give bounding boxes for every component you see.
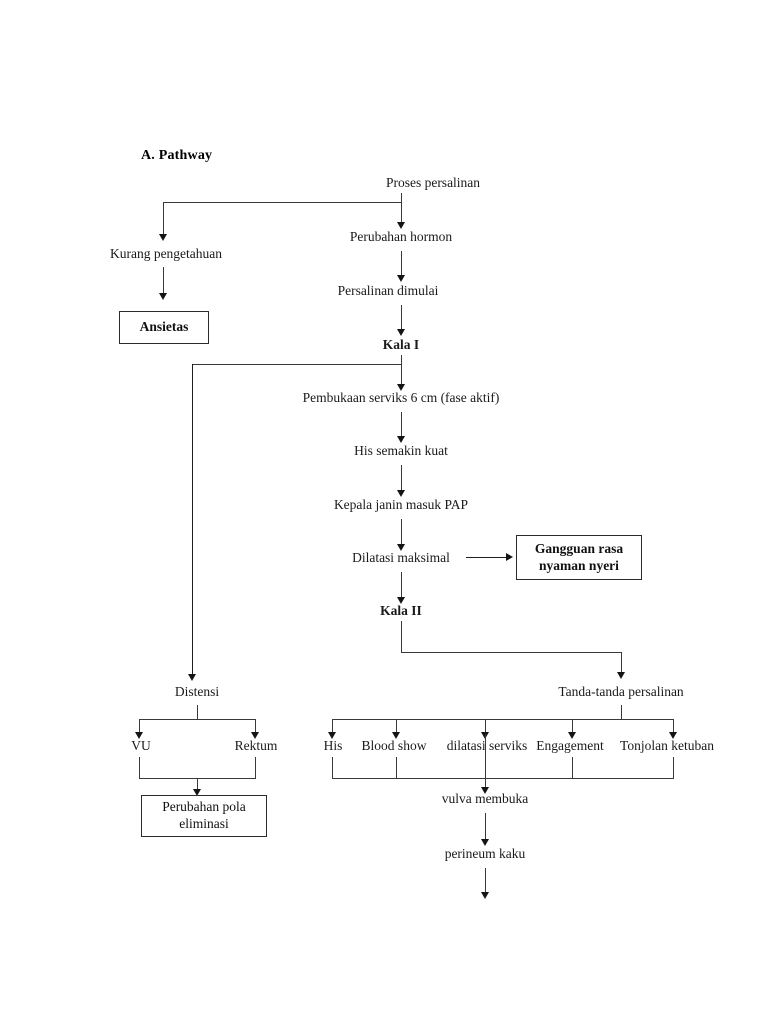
connector-tanda-to-his bbox=[332, 719, 334, 734]
box-gangguan-line-1: Gangguan rasa bbox=[534, 540, 624, 556]
connector-distensi-to-rektum bbox=[255, 719, 257, 734]
arrowhead-persalinan-dimulai bbox=[397, 275, 405, 282]
node-dilatasi-serviks: dilatasi serviks bbox=[446, 738, 528, 753]
box-eliminasi-line-1: Perubahan pola bbox=[162, 799, 246, 815]
connector-kala2-horizontal bbox=[401, 652, 622, 654]
node-tonjolan-ketuban: Tonjolan ketuban bbox=[620, 738, 714, 753]
arrowhead-ansietas bbox=[159, 293, 167, 300]
node-kepala-janin: Kepala janin masuk PAP bbox=[333, 497, 469, 512]
node-vu: VU bbox=[131, 738, 151, 753]
connector-distensi-to-vu bbox=[139, 719, 141, 734]
arrowhead-tonjolan-ketuban bbox=[669, 732, 677, 739]
connector-kurang-to-ansietas bbox=[163, 267, 165, 295]
box-perubahan-pola-eliminasi: Perubahan pola eliminasi bbox=[141, 795, 267, 837]
node-tanda-tanda-persalinan: Tanda-tanda persalinan bbox=[558, 684, 684, 699]
connector-tanda-to-dilatasi-serviks bbox=[485, 719, 487, 734]
node-pembukaan-serviks: Pembukaan serviks 6 cm (fase aktif) bbox=[302, 390, 500, 405]
connector-kala1-to-distensi bbox=[192, 364, 194, 676]
connector-distensi-stub bbox=[197, 705, 199, 720]
arrowhead-kurang-pengetahuan bbox=[159, 234, 167, 241]
node-kala-2: Kala II bbox=[380, 603, 422, 618]
connector-to-kurang-pengetahuan bbox=[163, 202, 165, 236]
connector-hormon-to-dimulai bbox=[401, 251, 403, 277]
connector-dilatasi-to-gangguan bbox=[466, 557, 508, 559]
box-eliminasi-line-2: eliminasi bbox=[179, 816, 229, 831]
arrowhead-vulva-membuka bbox=[481, 787, 489, 794]
connector-kala2-to-tanda bbox=[621, 652, 623, 674]
arrowhead-vu bbox=[135, 732, 143, 739]
arrowhead-kala-2 bbox=[397, 597, 405, 604]
arrowhead-distensi bbox=[188, 674, 196, 681]
node-kurang-pengetahuan: Kurang pengetahuan bbox=[109, 246, 223, 261]
connector-pembukaan-to-his bbox=[401, 412, 403, 438]
connector-tanda-bracket-top bbox=[332, 719, 674, 721]
connector-his-down bbox=[332, 757, 334, 779]
connector-kepala-to-dilatasi bbox=[401, 519, 403, 546]
connector-to-perubahan-hormon bbox=[401, 202, 403, 224]
connector-merge-to-eliminasi bbox=[197, 778, 199, 791]
node-distensi: Distensi bbox=[174, 684, 220, 699]
arrowhead-perineum-kaku bbox=[481, 839, 489, 846]
connector-tanda-to-engagement bbox=[572, 719, 574, 734]
connector-kala1-horizontal bbox=[192, 364, 402, 366]
node-perineum-kaku: perineum kaku bbox=[444, 846, 526, 861]
arrowhead-kala-1 bbox=[397, 329, 405, 336]
node-vulva-membuka: vulva membuka bbox=[441, 791, 529, 806]
connector-tanda-stub bbox=[621, 705, 623, 720]
connector-tanda-to-tonjolan-ketuban bbox=[673, 719, 675, 734]
connector-dilatasi-to-kala2 bbox=[401, 572, 403, 599]
connector-tanda-to-blood-show bbox=[396, 719, 398, 734]
arrowhead-tanda-tanda bbox=[617, 672, 625, 679]
node-perubahan-hormon: Perubahan hormon bbox=[349, 229, 453, 244]
box-ansietas-label: Ansietas bbox=[139, 319, 189, 335]
node-blood-show: Blood show bbox=[361, 738, 427, 753]
arrowhead-engagement bbox=[568, 732, 576, 739]
arrowhead-trailing bbox=[481, 892, 489, 899]
connector-kala1-stub bbox=[401, 355, 403, 365]
arrowhead-his bbox=[328, 732, 336, 739]
arrowhead-gangguan-nyeri bbox=[506, 553, 513, 561]
connector-merge-to-vulva bbox=[485, 734, 487, 790]
arrowhead-perubahan-hormon bbox=[397, 222, 405, 229]
arrowhead-rektum bbox=[251, 732, 259, 739]
arrowhead-perubahan-eliminasi bbox=[193, 789, 201, 796]
node-his-semakin-kuat: His semakin kuat bbox=[354, 443, 448, 458]
arrowhead-kepala-janin bbox=[397, 490, 405, 497]
node-proses-persalinan: Proses persalinan bbox=[385, 175, 481, 190]
arrowhead-pembukaan-serviks bbox=[397, 384, 405, 391]
connector-perineum-trailing bbox=[485, 868, 487, 894]
connector-tonjolan-down bbox=[673, 757, 675, 779]
node-engagement: Engagement bbox=[536, 738, 604, 753]
connector-distensi-bracket-top bbox=[139, 719, 256, 721]
box-gangguan-rasa-nyaman-nyeri: Gangguan rasa nyaman nyeri bbox=[516, 535, 642, 580]
page-title: A. Pathway bbox=[141, 148, 213, 163]
connector-dimulai-to-kala1 bbox=[401, 305, 403, 331]
arrowhead-blood-show bbox=[392, 732, 400, 739]
connector-root-stub bbox=[401, 193, 403, 203]
box-ansietas: Ansietas bbox=[119, 311, 209, 344]
connector-rektum-down bbox=[255, 757, 257, 779]
arrowhead-dilatasi-maksimal bbox=[397, 544, 405, 551]
node-dilatasi-maksimal: Dilatasi maksimal bbox=[352, 550, 450, 565]
connector-engagement-down bbox=[572, 757, 574, 779]
node-kala-1: Kala I bbox=[382, 337, 420, 352]
connector-root-horizontal bbox=[163, 202, 402, 204]
node-his: His bbox=[323, 738, 343, 753]
connector-blood-show-down bbox=[396, 757, 398, 779]
connector-his-to-kepala bbox=[401, 465, 403, 492]
connector-kala1-to-pembukaan bbox=[401, 364, 403, 386]
connector-vulva-to-perineum bbox=[485, 813, 487, 841]
connector-signs-merge bbox=[332, 778, 674, 780]
connector-kala2-stub bbox=[401, 621, 403, 653]
node-rektum: Rektum bbox=[234, 738, 278, 753]
arrowhead-his-semakin-kuat bbox=[397, 436, 405, 443]
box-gangguan-line-2: nyaman nyeri bbox=[539, 557, 619, 573]
connector-vu-down bbox=[139, 757, 141, 779]
node-persalinan-dimulai: Persalinan dimulai bbox=[337, 283, 439, 298]
